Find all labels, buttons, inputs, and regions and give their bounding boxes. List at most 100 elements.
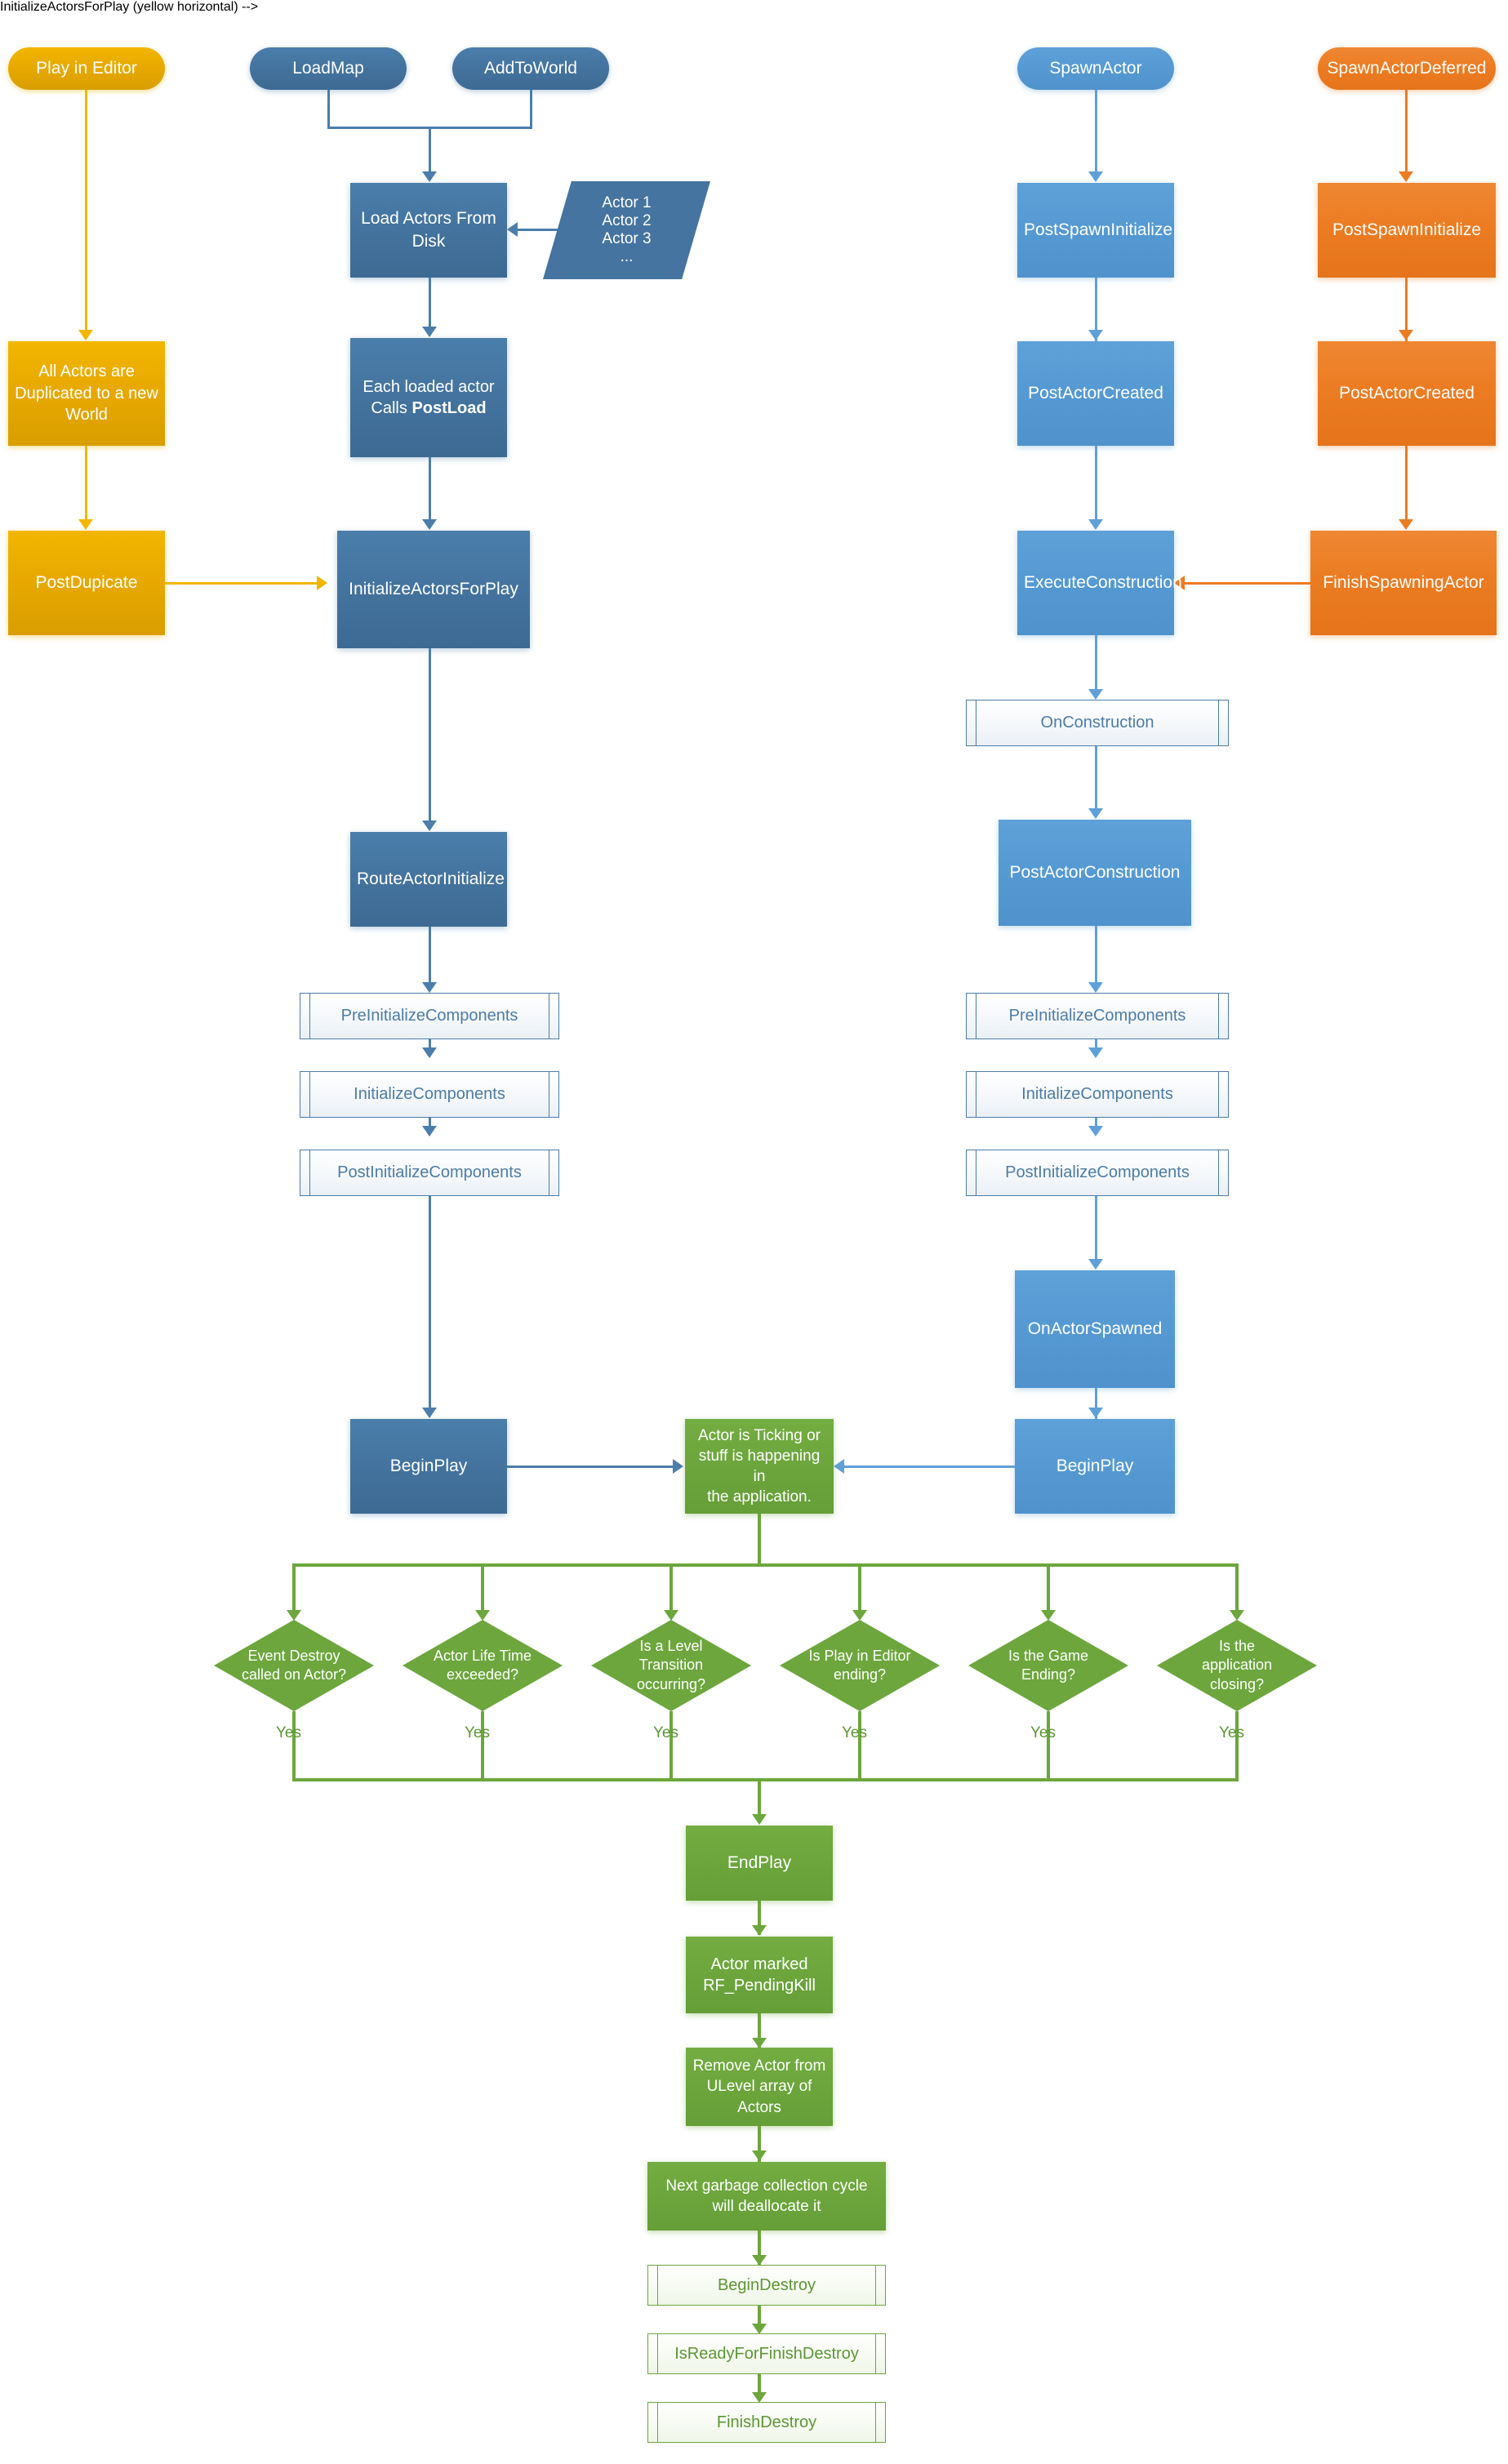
node-all-actors-duplicated[interactable]: All Actors are Duplicated to a new World [8, 341, 165, 446]
arrowhead-executeconstruction [1088, 519, 1103, 530]
node-begin-play-spawn-label: BeginPlay [1056, 1457, 1134, 1476]
edge-endplay-to-pendingkill [758, 1901, 761, 1935]
decision-game-ending[interactable]: Is the Game Ending? [968, 1620, 1128, 1711]
node-spawn-actor-deferred[interactable]: SpawnActorDeferred [1318, 47, 1496, 90]
node-add-to-world[interactable]: AddToWorld [452, 47, 609, 90]
node-initialize-components-spawn[interactable]: InitializeComponents [966, 1071, 1229, 1118]
arrowhead-ticking-from-left [673, 1459, 683, 1474]
node-end-play[interactable]: EndPlay [686, 1826, 833, 1901]
node-post-spawn-initialize-spawn[interactable]: PostSpawnInitialize [1017, 183, 1174, 278]
node-post-actor-created-deferred[interactable]: PostActorCreated [1318, 341, 1496, 446]
edge-duplicate-to-postduplicate [85, 446, 87, 527]
node-on-construction[interactable]: OnConstruction [966, 700, 1229, 746]
node-on-actor-spawned-label: OnActorSpawned [1027, 1319, 1163, 1339]
node-initialize-actors-for-play[interactable]: InitializeActorsForPlay [337, 531, 530, 648]
arrowhead-finishspawningactor [1399, 519, 1413, 530]
edge-initializeactorsforplay-to-routeactorinitialize [429, 648, 431, 828]
node-execute-construction[interactable]: ExecuteConstruction [1017, 531, 1182, 635]
edge-play-in-editor-to-duplicate [85, 90, 87, 338]
edge-remove-to-gc [758, 2126, 761, 2162]
edge-postspawninit-to-postactorcreated [1095, 278, 1097, 341]
data-actor-list-label: Actor 1 Actor 2 Actor 3 ... [602, 194, 652, 265]
node-pre-initialize-components-spawn-label: PreInitializeComponents [1008, 1007, 1186, 1025]
node-post-duplicate[interactable]: PostDupicate [8, 531, 165, 635]
node-is-ready-for-finish-destroy[interactable]: IsReadyForFinishDestroy [647, 2333, 886, 2374]
node-actor-ticking-label: Actor is Ticking or stuff is happening i… [698, 1426, 821, 1506]
edge-spawnactordeferred-to-postspawninit [1405, 90, 1408, 175]
edge-label-yes-4: Yes [842, 1724, 867, 1741]
node-initialize-components-load[interactable]: InitializeComponents [300, 1071, 559, 1118]
node-begin-destroy[interactable]: BeginDestroy [647, 2265, 886, 2306]
edge-merge-bar-endplay [292, 1778, 1239, 1781]
edge-fanout-drop-1 [292, 1563, 296, 1617]
node-on-actor-spawned[interactable]: OnActorSpawned [1015, 1270, 1175, 1388]
arrowhead-beginplay-left [422, 1408, 437, 1418]
node-end-play-label: EndPlay [727, 1853, 792, 1873]
node-spawn-actor-deferred-label: SpawnActorDeferred [1327, 59, 1487, 78]
node-initialize-actors-for-play-label: InitializeActorsForPlay [349, 580, 518, 599]
edge-init-to-postinit-load [429, 1118, 431, 1132]
node-all-actors-duplicated-label: All Actors are Duplicated to a new World [15, 362, 158, 425]
node-post-initialize-components-spawn[interactable]: PostInitializeComponents [966, 1150, 1229, 1196]
arrowhead-preinitializecomponents-left [422, 982, 437, 993]
node-each-loaded-actor-calls-postload[interactable]: Each loaded actor Calls PostLoad [350, 338, 507, 457]
node-route-actor-initialize-label: RouteActorInitialize [357, 870, 505, 889]
arrowhead-postspawninitialize [1088, 171, 1103, 182]
edge-init-to-postinit-spawn [1095, 1118, 1097, 1132]
node-initialize-components-load-label: InitializeComponents [354, 1085, 505, 1103]
decision-event-destroy[interactable]: Event Destroy called on Actor? [214, 1620, 374, 1711]
node-actor-marked-pendingkill[interactable]: Actor marked RF_PendingKill [686, 1937, 833, 2013]
node-is-ready-for-finish-destroy-label: IsReadyForFinishDestroy [674, 2344, 859, 2363]
edge-yes-stem-1 [292, 1711, 296, 1781]
node-post-actor-created-spawn-label: PostActorCreated [1028, 384, 1163, 403]
node-begin-play-spawn[interactable]: BeginPlay [1015, 1419, 1175, 1514]
node-finish-destroy[interactable]: FinishDestroy [647, 2402, 886, 2443]
edge-fanout-drop-4 [858, 1563, 861, 1617]
edge-fanout-drop-3 [669, 1563, 673, 1617]
node-post-duplicate-label: PostDupicate [35, 573, 138, 593]
node-post-actor-construction[interactable]: PostActorConstruction [999, 820, 1191, 926]
arrowhead-remove-actor [752, 2038, 767, 2048]
node-play-in-editor[interactable]: Play in Editor [8, 47, 165, 90]
arrowhead-ticking-from-right [834, 1459, 844, 1474]
node-post-initialize-components-load[interactable]: PostInitializeComponents [300, 1150, 559, 1196]
edge-fanout-drop-5 [1047, 1563, 1050, 1617]
node-actor-ticking[interactable]: Actor is Ticking or stuff is happening i… [685, 1419, 834, 1514]
decision-actor-life-time[interactable]: Actor Life Time exceeded? [403, 1620, 563, 1711]
node-post-spawn-initialize-deferred[interactable]: PostSpawnInitialize [1318, 183, 1496, 278]
arrowhead-executeconstruction-left [1174, 576, 1185, 590]
node-finish-spawning-actor-label: FinishSpawningActor [1323, 573, 1484, 593]
decision-play-in-editor-ending[interactable]: Is Play in Editor ending? [780, 1620, 940, 1711]
node-pre-initialize-components-load[interactable]: PreInitializeComponents [300, 993, 559, 1039]
arrowhead-pendingkill [752, 1925, 767, 1936]
node-begin-play-load[interactable]: BeginPlay [350, 1419, 507, 1514]
arrowhead-decision-3 [664, 1610, 678, 1621]
edge-fanout-bar [292, 1563, 1238, 1567]
edge-label-yes-6: Yes [1219, 1724, 1244, 1741]
arrowhead-initializecomponents-right [1088, 1047, 1103, 1058]
decision-level-transition[interactable]: Is a Level Transition occurring? [591, 1620, 751, 1711]
node-remove-actor-from-ulevel-label: Remove Actor from ULevel array of Actors [692, 2057, 826, 2116]
edge-label-yes-3: Yes [653, 1724, 678, 1741]
node-load-actors-from-disk[interactable]: Load Actors From Disk [350, 183, 507, 278]
node-post-actor-created-spawn[interactable]: PostActorCreated [1017, 341, 1174, 446]
node-route-actor-initialize[interactable]: RouteActorInitialize [350, 832, 507, 927]
edge-spawnactor-to-postspawninit [1095, 90, 1097, 175]
decision-application-closing[interactable]: Is the application closing? [1157, 1620, 1317, 1711]
decision-event-destroy-label: Event Destroy called on Actor? [241, 1647, 347, 1683]
node-garbage-collection[interactable]: Next garbage collection cycle will deall… [647, 2162, 886, 2230]
edge-executeconstruction-to-onconstruction [1095, 635, 1097, 696]
node-load-map[interactable]: LoadMap [250, 47, 407, 90]
node-pre-initialize-components-spawn[interactable]: PreInitializeComponents [966, 993, 1229, 1039]
node-spawn-actor[interactable]: SpawnActor [1017, 47, 1174, 90]
edge-label-yes-1: Yes [276, 1724, 301, 1741]
node-post-initialize-components-load-label: PostInitializeComponents [337, 1163, 522, 1181]
node-finish-spawning-actor[interactable]: FinishSpawningActor [1310, 531, 1497, 635]
arrowhead-onconstruction [1088, 689, 1103, 700]
node-remove-actor-from-ulevel[interactable]: Remove Actor from ULevel array of Actors [686, 2048, 833, 2126]
node-garbage-collection-label: Next garbage collection cycle will deall… [665, 2177, 868, 2215]
arrowhead-postactorcreated-spawn [1088, 330, 1103, 340]
edge-addtoworld-down [530, 90, 532, 129]
edge-fanout-drop-2 [481, 1563, 484, 1617]
